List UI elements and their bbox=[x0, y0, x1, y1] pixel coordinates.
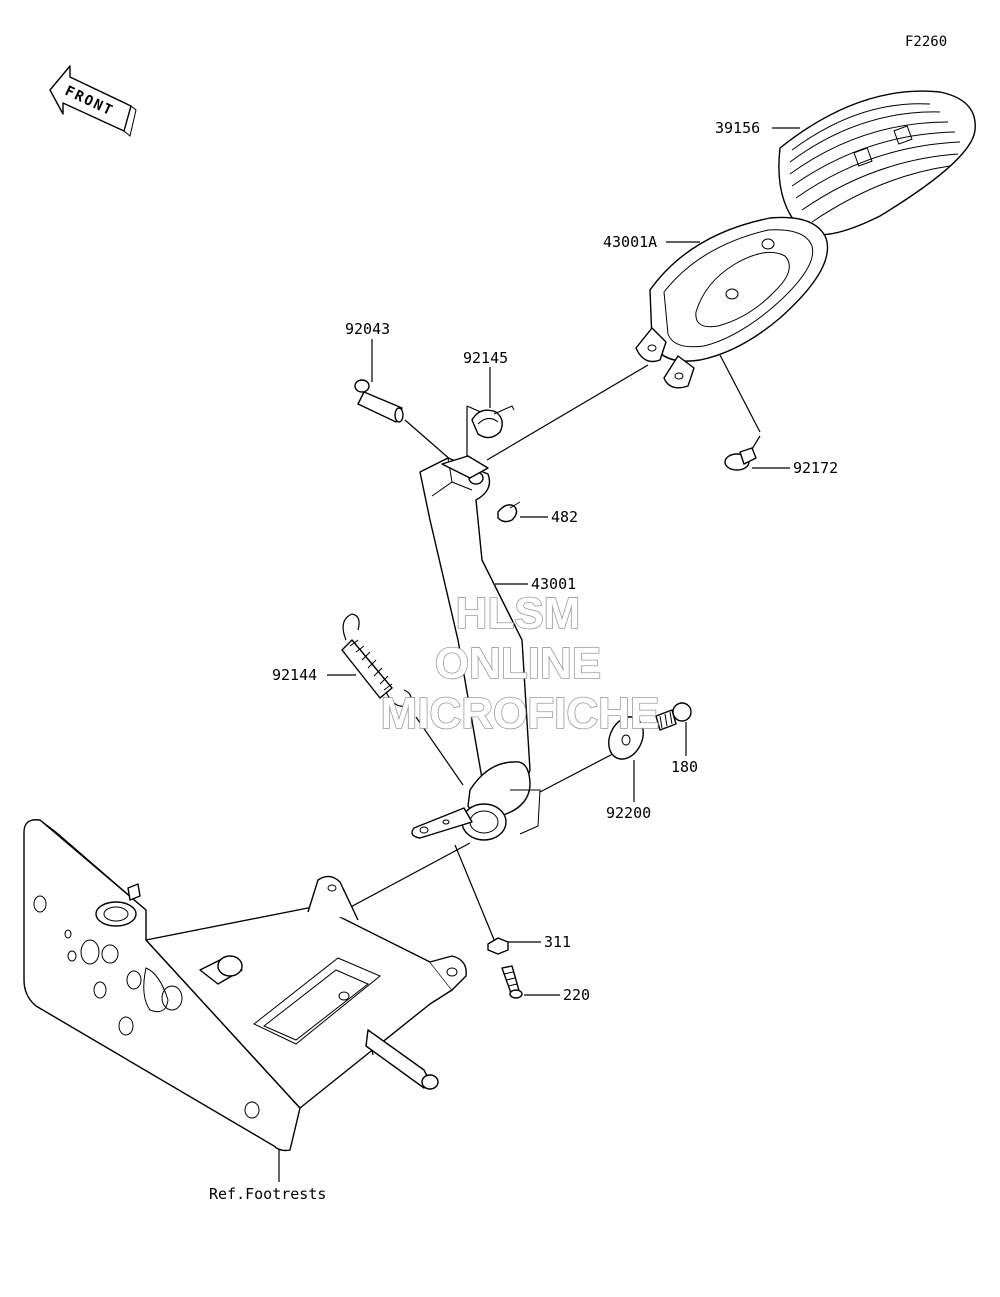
assembly-lines bbox=[247, 159, 936, 1056]
part-label-482: 482 bbox=[551, 508, 578, 526]
part-label-92043: 92043 bbox=[345, 320, 390, 338]
part-label-43001a: 43001A bbox=[603, 233, 657, 251]
diagram-code: F2260 bbox=[905, 34, 947, 50]
watermark: HLSM ONLINE MICROFICHE bbox=[380, 588, 660, 739]
part-label-92200: 92200 bbox=[606, 804, 651, 822]
part-label-220: 220 bbox=[563, 986, 590, 1004]
front-arrow-icon: FRONT bbox=[49, 65, 137, 137]
bolt-220 bbox=[501, 965, 523, 999]
bolt-92172 bbox=[724, 447, 757, 471]
reference-label: Ref.Footrests bbox=[209, 1185, 326, 1203]
part-label-43001: 43001 bbox=[531, 575, 576, 593]
brake-pedal-arm bbox=[411, 455, 541, 841]
spring-92144 bbox=[341, 613, 412, 707]
part-label-180: 180 bbox=[671, 758, 698, 776]
nut-311 bbox=[487, 937, 509, 955]
footrest-bracket bbox=[23, 819, 467, 1152]
part-label-92144: 92144 bbox=[272, 666, 317, 684]
clip-482 bbox=[497, 501, 521, 523]
footpeg-rubber bbox=[778, 90, 976, 236]
clip-92145 bbox=[471, 405, 515, 439]
part-label-311: 311 bbox=[544, 933, 571, 951]
washer-92200 bbox=[608, 716, 644, 760]
pin-92043 bbox=[354, 379, 404, 423]
part-label-39156: 39156 bbox=[715, 119, 760, 137]
watermark-line3: MICROFICHE bbox=[381, 689, 660, 738]
pedal-pad bbox=[635, 216, 829, 389]
part-label-92145: 92145 bbox=[463, 349, 508, 367]
bolt-180 bbox=[655, 702, 692, 731]
watermark-line1: HLSM bbox=[456, 589, 581, 638]
watermark-line2: ONLINE bbox=[435, 639, 601, 688]
part-label-92172: 92172 bbox=[793, 459, 838, 477]
part-callouts: 39156 43001A 92043 92145 92172 482 43001… bbox=[209, 119, 838, 1203]
